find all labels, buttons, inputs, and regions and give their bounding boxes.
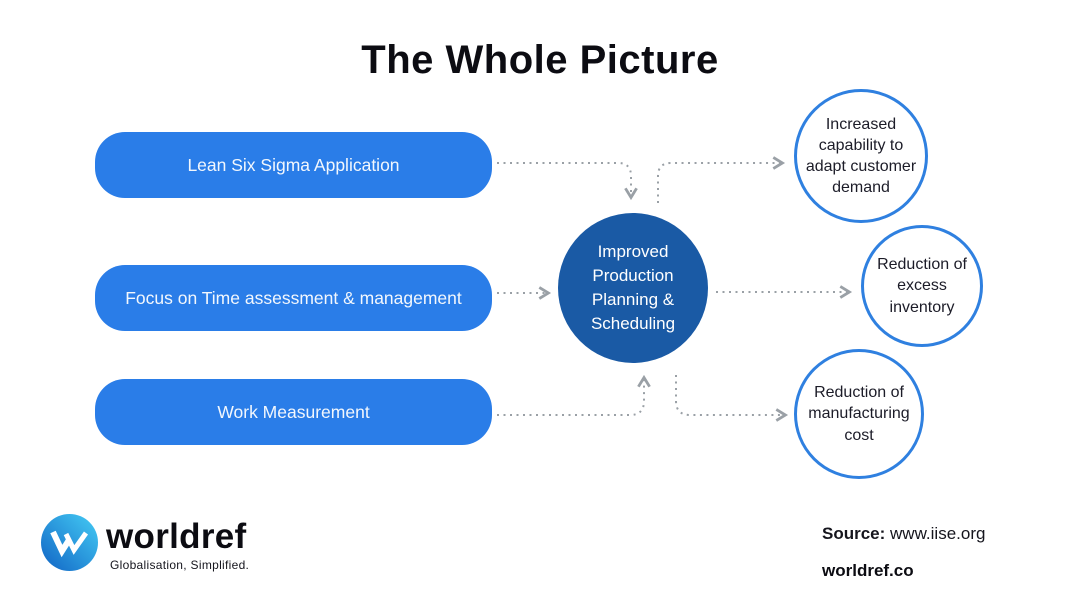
arrow-input1-to-center xyxy=(497,162,638,201)
page-title: The Whole Picture xyxy=(361,38,719,82)
outcome-label: Reduction of excess inventory xyxy=(877,256,967,316)
source-block: Source: www.iise.org worldref.co xyxy=(822,524,985,581)
outcome-circle-manufacturing-cost: Reduction of manufacturing cost xyxy=(794,349,924,479)
arrow-input3-to-center xyxy=(497,374,651,416)
input-pill-label: Work Measurement xyxy=(217,401,370,422)
input-pill-label: Focus on Time assessment & management xyxy=(125,287,462,308)
source-line: Source: www.iise.org xyxy=(822,524,985,544)
outcome-label: Increased capability to adapt customer d… xyxy=(805,115,917,197)
outcome-circle-excess-inventory: Reduction of excess inventory xyxy=(861,225,983,347)
outcome-label: Reduction of manufacturing cost xyxy=(808,384,910,444)
input-pill-lean-six-sigma: Lean Six Sigma Application xyxy=(95,132,492,198)
arrow-center-to-outcome3 xyxy=(675,375,789,422)
worldref-logo: worldref Globalisation, Simplified. xyxy=(41,514,249,572)
worldref-logo-text: worldref Globalisation, Simplified. xyxy=(106,514,249,572)
brand-name: worldref xyxy=(106,517,247,556)
source-url: www.iise.org xyxy=(885,524,986,543)
input-pill-work-measurement: Work Measurement xyxy=(95,379,492,445)
input-pill-label: Lean Six Sigma Application xyxy=(187,154,400,175)
website-text: worldref.co xyxy=(822,561,914,580)
outcome-circle-customer-demand: Increased capability to adapt customer d… xyxy=(794,89,928,223)
center-node-production-planning: Improved Production Planning & Schedulin… xyxy=(558,213,708,363)
source-label: Source: xyxy=(822,524,886,543)
center-node-label: Improved Production Planning & Schedulin… xyxy=(590,241,676,334)
arrow-center-to-outcome1 xyxy=(657,156,786,203)
worldref-logo-icon xyxy=(41,514,98,571)
brand-tagline: Globalisation, Simplified. xyxy=(110,558,250,572)
input-pill-time-assessment: Focus on Time assessment & management xyxy=(95,265,492,331)
